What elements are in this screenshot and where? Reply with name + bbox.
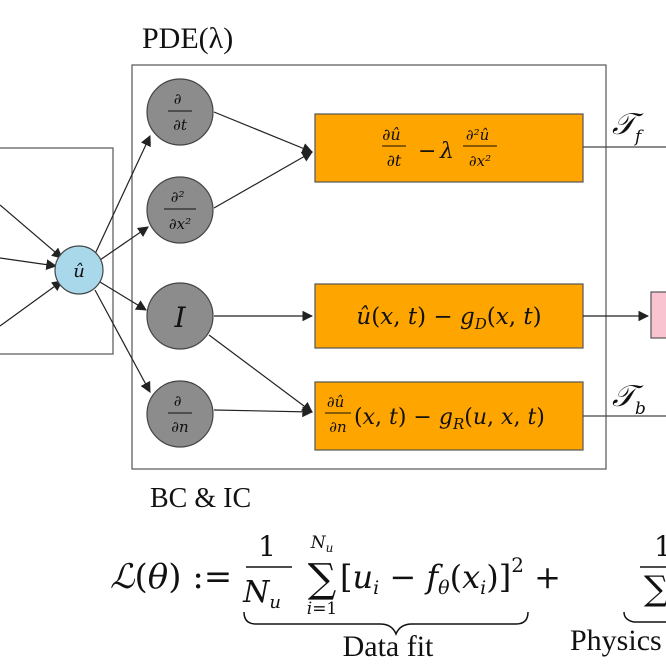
edge-in-1 [0,204,63,259]
bc-ic-title: BC & IC [150,483,251,514]
svg-text:−: − [418,139,436,164]
svg-text:i=1: i=1 [307,599,338,619]
edge-in-2 [0,257,58,270]
box-pde-residual [314,113,584,183]
label-tb: 𝒯b [612,379,646,419]
node-identity [146,282,214,350]
node-identity-label: I [173,301,186,334]
svg-text:1: 1 [654,530,666,563]
node-dt [146,78,214,146]
physics-label: Physics [570,624,662,657]
edge-dn-robin [213,406,314,418]
node-dn [146,380,214,448]
box-robin [314,381,584,451]
node-dt-label: ∂ ∂t [173,90,188,134]
edge-u-dn [94,289,151,393]
node-dxx [146,176,214,244]
edge-u-dxx [99,226,149,261]
svg-text:1: 1 [258,530,276,563]
pde-title: PDE(λ) [142,22,233,55]
box-robin-label: ∂û ∂n [327,393,349,436]
svg-text:λ: λ [439,139,454,164]
box-dirichlet-label: û(x, t) − gD(x, t) [356,304,541,333]
node-dn-label: ∂ ∂n [171,392,188,436]
edge-id-robin [208,334,313,413]
svg-text:(x, t) − gR(u, x, t): (x, t) − gR(u, x, t) [354,405,545,433]
svg-text:[ui − fθ(xi)]2 +: [ui − fθ(xi)]2 + [340,553,561,599]
data-fit-underbrace [243,611,529,637]
label-tf: 𝒯f [612,107,644,147]
svg-text:∑: ∑ [644,569,666,609]
edge-in-3 [0,280,63,327]
loss-lhs: ℒ(θ) := [110,557,232,597]
svg-text:∂²û ∂x²: ∂²û ∂x² [466,126,494,170]
edge-dxx-pde [213,151,313,209]
node-dxx-label: ∂² ∂x² [169,188,191,233]
data-fit-label: Data fit [343,630,434,663]
box-dirichlet [314,283,584,349]
box-pde-residual-label: ∂û ∂t [382,125,406,170]
svg-text:Nu: Nu [242,575,281,613]
pde-bc-box [131,64,607,470]
pink-output-box [650,291,666,339]
svg-text:Nu: Nu [310,533,334,555]
node-u-hat-label: û [73,261,85,282]
edge-dt-pde [213,111,313,154]
svg-text:∑: ∑ [308,556,337,602]
node-u-hat [54,245,104,295]
edge-u-dt [94,135,151,255]
edge-u-id [99,281,147,311]
